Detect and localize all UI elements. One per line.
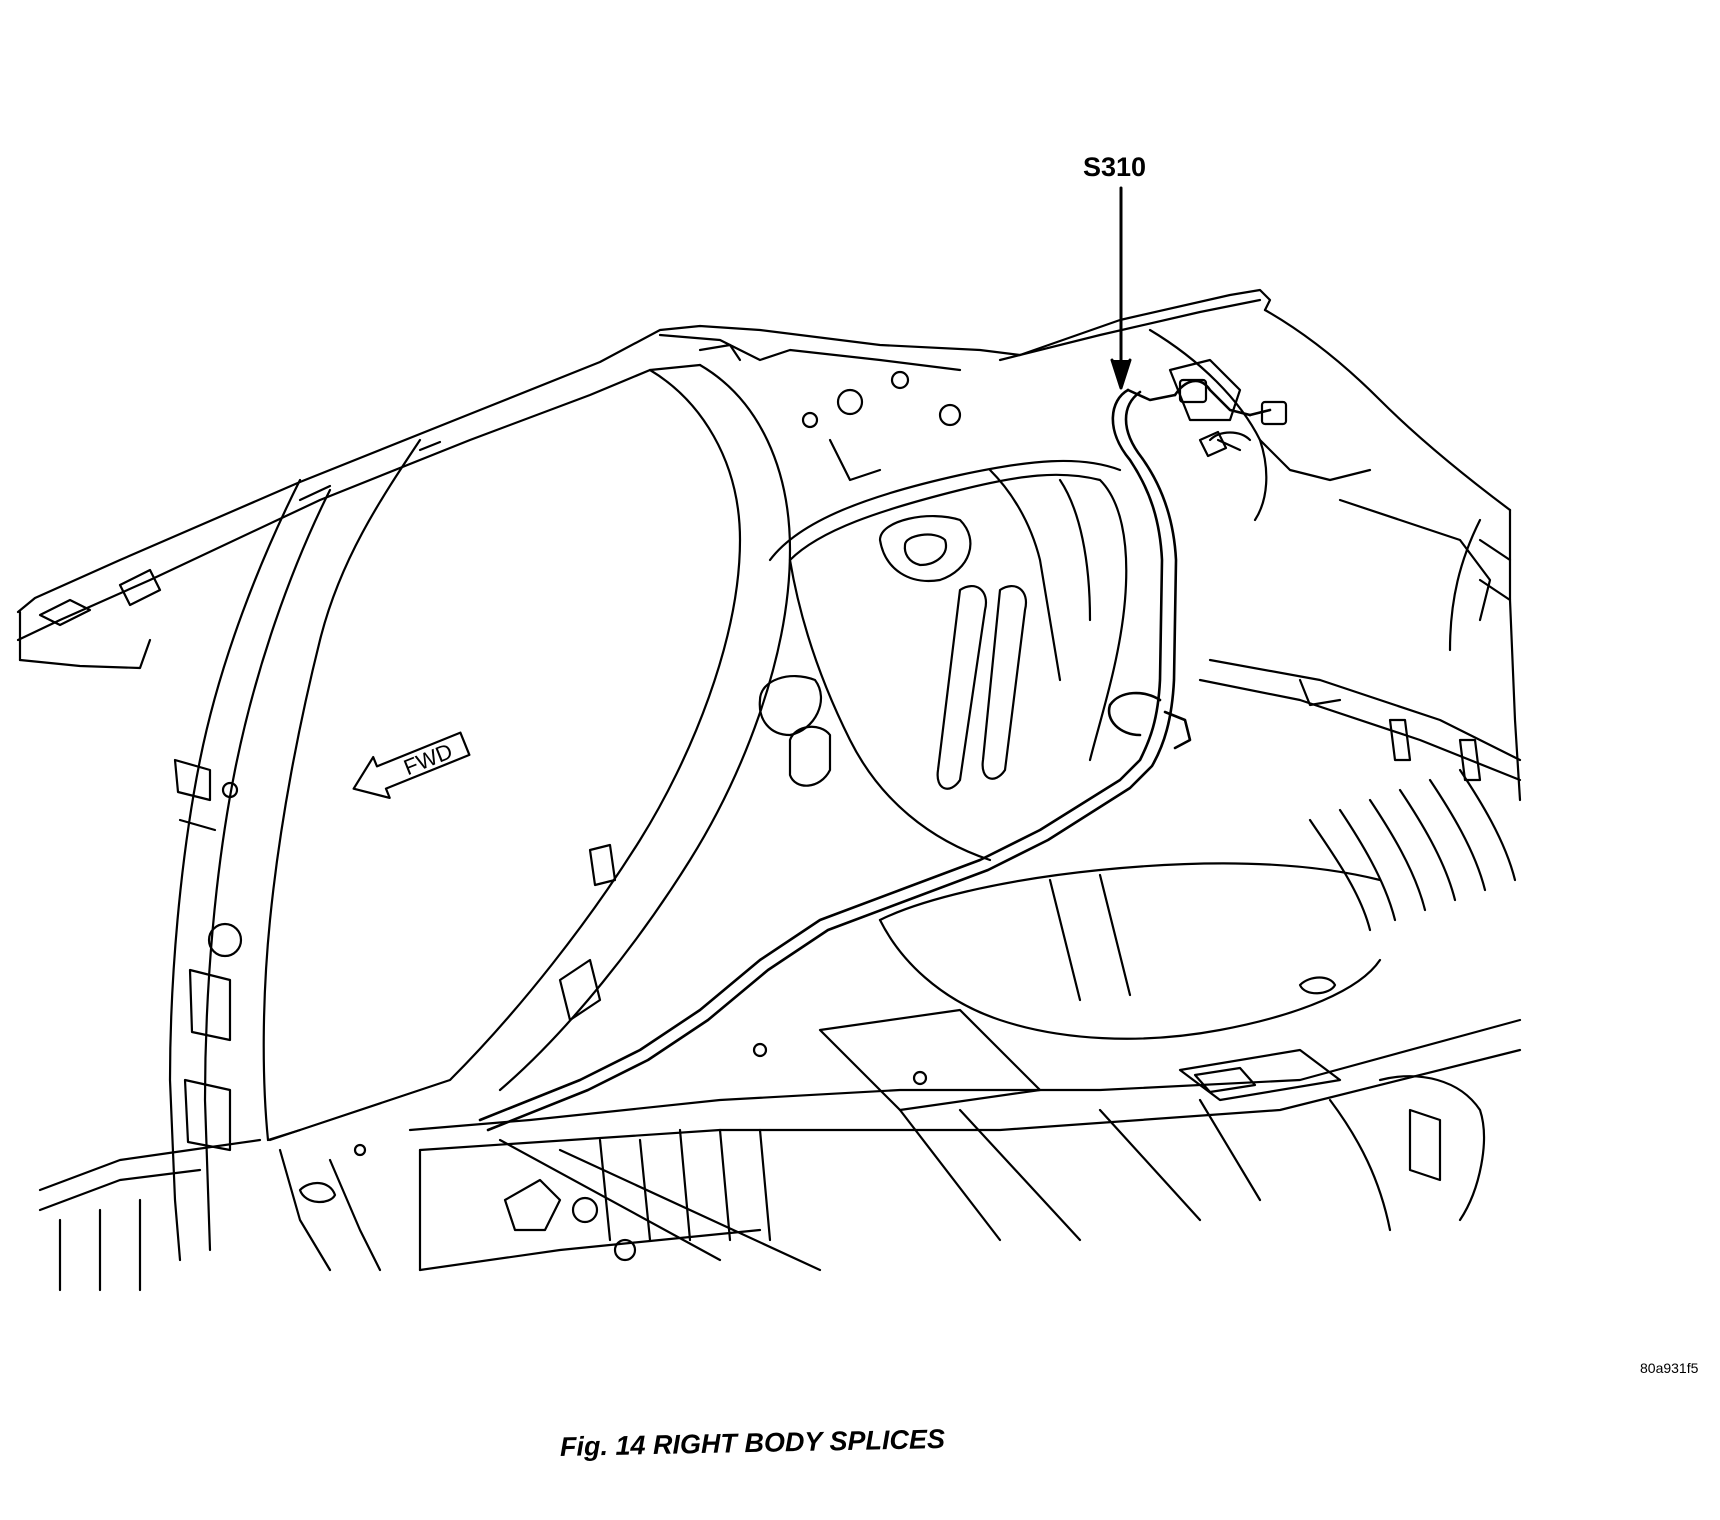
floor-crossmembers [408, 1018, 1522, 1272]
splice-callout-label: S310 [1083, 152, 1147, 182]
figure-code: 80a931f5 [1640, 1360, 1699, 1376]
quarter-panel [998, 288, 1512, 622]
wheelhouse-inner [758, 459, 1128, 862]
door-opening [168, 363, 792, 1262]
roof-reinforcement [658, 333, 962, 482]
rear-body [1198, 508, 1522, 802]
roof-rail [16, 324, 1022, 670]
s310-leader [1110, 186, 1132, 390]
fwd-label: FWD [400, 738, 456, 780]
wiring-harness [478, 379, 1272, 1132]
fwd-arrow-icon: FWD [352, 731, 471, 799]
splice-connectors [1178, 378, 1288, 458]
rear-floor-pan [752, 768, 1517, 1112]
lower-left-frame [38, 1138, 382, 1292]
